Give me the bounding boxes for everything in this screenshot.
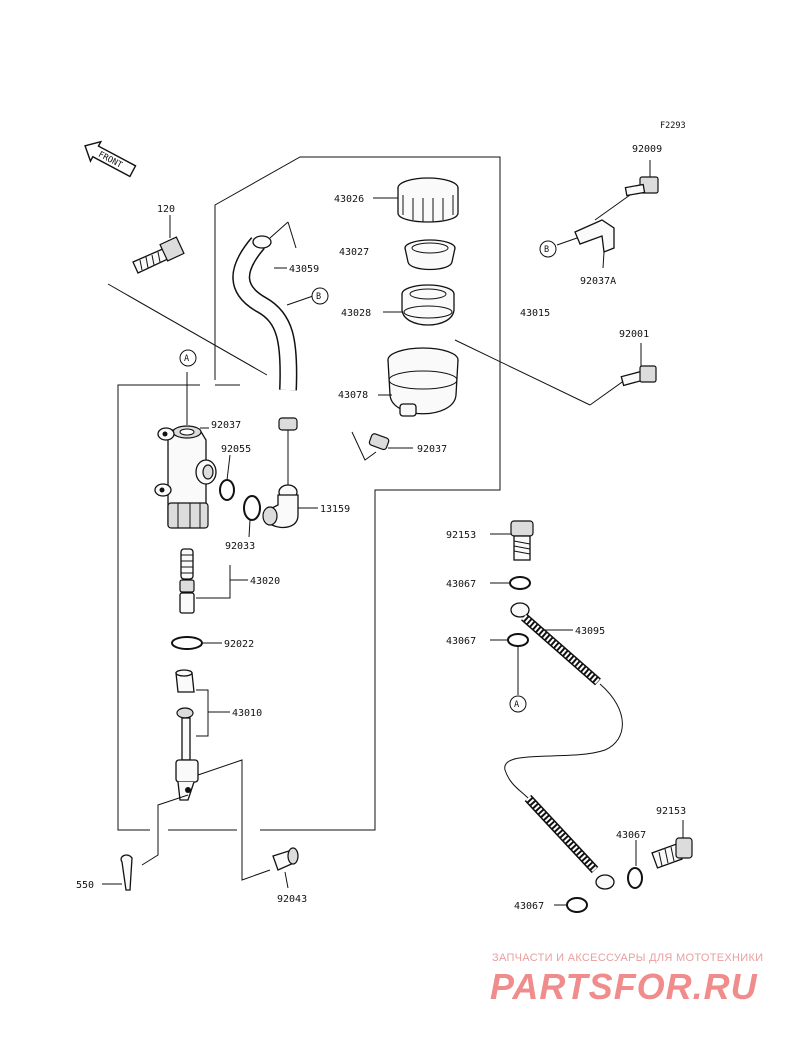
label-43078: 43078 [338,390,368,401]
label-43067-b: 43067 [446,636,476,647]
label-43067-d: 43067 [514,901,544,912]
svg-text:B: B [544,245,549,255]
watermark-tagline: ЗАПЧАСТИ И АКСЕССУАРЫ ДЛЯ МОТОТЕХНИКИ [492,952,764,964]
label-120: 120 [157,204,175,215]
diaphragm-plate-43027 [404,239,456,271]
washer-43067-c [627,840,643,889]
bolt-120 [107,215,268,376]
label-43067-a: 43067 [446,579,476,590]
svg-text:A: A [514,700,519,710]
cotter-pin-550 [102,854,133,891]
label-92022: 92022 [224,639,254,650]
svg-text:B: B [316,292,321,302]
label-43010: 43010 [232,708,262,719]
figure-code: F2293 [660,121,686,131]
label-13159: 13159 [320,504,350,515]
brake-hose-43095 [504,602,623,890]
clamp-13159-top [278,417,298,485]
watermark-logo[interactable]: PARTSFOR.RU [490,966,758,1007]
callout-b-hose: B [311,287,329,305]
label-92009: 92009 [632,144,662,155]
circlip-92033 [243,495,261,538]
label-550: 550 [76,880,94,891]
circlip-92022 [171,636,222,650]
spring-43020 [179,548,195,614]
o-ring-92055 [219,454,235,501]
bolt-92001 [620,343,657,387]
label-43015: 43015 [520,308,550,319]
label-92037A: 92037A [580,276,616,287]
reservoir-cap-43026 [373,177,459,223]
callout-b-bracket: B [539,240,557,258]
master-cylinder-body [154,372,217,529]
label-92153-top: 92153 [446,530,476,541]
label-92037-right: 92037 [417,444,447,455]
washer-43067-a [490,576,531,590]
label-43095: 43095 [575,626,605,637]
label-43020: 43020 [250,576,280,587]
clevis-pin-92043 [272,847,299,889]
label-92037-left: 92037 [211,420,241,431]
clamp-92037-reservoir [351,431,413,461]
label-43059: 43059 [289,264,319,275]
callout-a-body: A [179,349,197,367]
leader-43010 [196,689,230,737]
label-43028: 43028 [341,308,371,319]
bolt-92009 [594,160,659,221]
hose-43059 [232,221,314,391]
reservoir-43078 [378,339,626,417]
label-92001: 92001 [619,329,649,340]
label-43067-c: 43067 [616,830,646,841]
washer-43067-d [554,897,588,913]
label-92043: 92043 [277,894,307,905]
bracket-92037A [556,219,615,269]
banjo-bolt-92153-bottom [651,820,693,869]
leader-43020 [196,565,248,599]
label-92055: 92055 [221,444,251,455]
label-43027: 43027 [339,247,369,258]
elbow-fitting-13159 [262,484,318,529]
callout-a-hose: A [509,695,527,713]
label-43026: 43026 [334,194,364,205]
assembly-boundary [117,156,501,831]
washer-43067-b [490,633,529,695]
label-92153-bottom: 92153 [656,806,686,817]
diaphragm-43028 [383,284,455,326]
svg-text:A: A [184,354,189,364]
piston-43010 [175,669,199,801]
leader-lines-clevis [141,759,271,881]
front-arrow-icon: FRONT [84,140,137,178]
banjo-bolt-92153-top [490,520,534,561]
label-92033: 92033 [225,541,255,552]
